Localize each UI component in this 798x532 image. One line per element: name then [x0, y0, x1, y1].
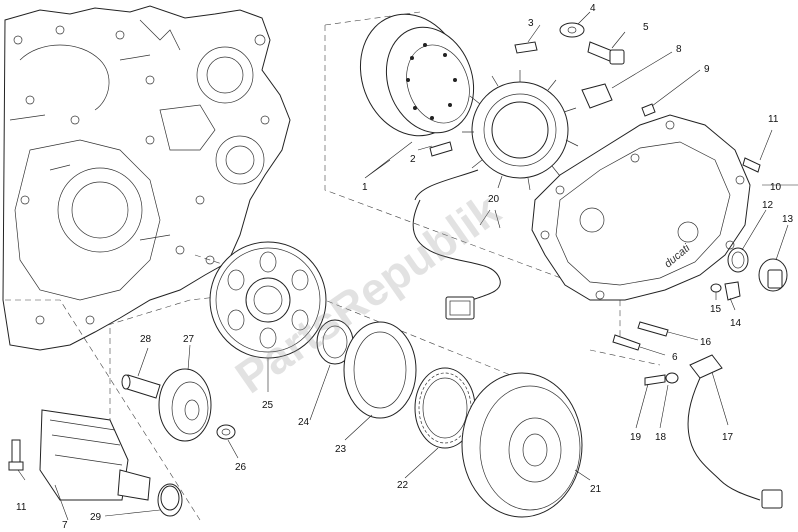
callout-24: 24 — [298, 417, 310, 428]
callout-27: 27 — [183, 334, 195, 345]
callout-8: 8 — [676, 44, 682, 55]
starter-driven-gear — [209, 241, 327, 359]
callout-18: 18 — [655, 432, 667, 443]
small-parts-top — [429, 22, 761, 173]
callout-22: 22 — [397, 480, 409, 491]
callout-13: 13 — [782, 214, 794, 225]
callout-21: 21 — [590, 484, 602, 495]
callout-11-cover: 11 — [768, 114, 779, 125]
bolts-lower-right — [612, 321, 679, 386]
bushing — [316, 319, 354, 365]
shim-washer — [216, 424, 236, 440]
intermediate-gear — [158, 368, 212, 442]
callout-23: 23 — [335, 444, 347, 455]
o-ring — [160, 485, 180, 511]
pickup-sensor — [687, 354, 783, 509]
callout-11-starter: 11 — [16, 502, 27, 513]
callout-10: 10 — [770, 182, 782, 193]
callout-5: 5 — [643, 22, 649, 33]
leader-lines — [17, 11, 798, 521]
callout-3: 3 — [528, 18, 534, 29]
callout-17: 17 — [722, 432, 734, 443]
flywheel-rotor — [359, 13, 475, 137]
callout-7: 7 — [62, 520, 68, 531]
callout-20: 20 — [488, 194, 500, 205]
generator-cover: ducati — [531, 114, 751, 301]
callout-15: 15 — [710, 304, 722, 315]
callout-29: 29 — [90, 512, 102, 523]
starter-bolt — [8, 439, 24, 471]
stator-wire-connector — [412, 199, 501, 320]
callout-4: 4 — [590, 3, 596, 14]
callout-26: 26 — [235, 462, 247, 473]
callout-16: 16 — [700, 337, 712, 348]
engine-crankcase — [2, 5, 291, 351]
thrust-ring — [343, 321, 417, 419]
callout-28: 28 — [140, 334, 152, 345]
callout-6: 6 — [672, 352, 678, 363]
starter-clutch-housing — [461, 372, 583, 518]
callout-1: 1 — [362, 182, 368, 193]
callout-19: 19 — [630, 432, 642, 443]
callout-12: 12 — [762, 200, 774, 211]
callout-25: 25 — [262, 400, 274, 411]
small-parts-right — [710, 247, 788, 301]
stator-coil — [414, 70, 579, 201]
gear-shaft — [121, 374, 161, 399]
callout-9: 9 — [704, 64, 710, 75]
callout-14: 14 — [730, 318, 742, 329]
callout-numbers: 1 2 3 4 5 6 7 8 9 10 11 11 12 13 14 15 1… — [16, 3, 794, 531]
callout-2: 2 — [410, 154, 416, 165]
